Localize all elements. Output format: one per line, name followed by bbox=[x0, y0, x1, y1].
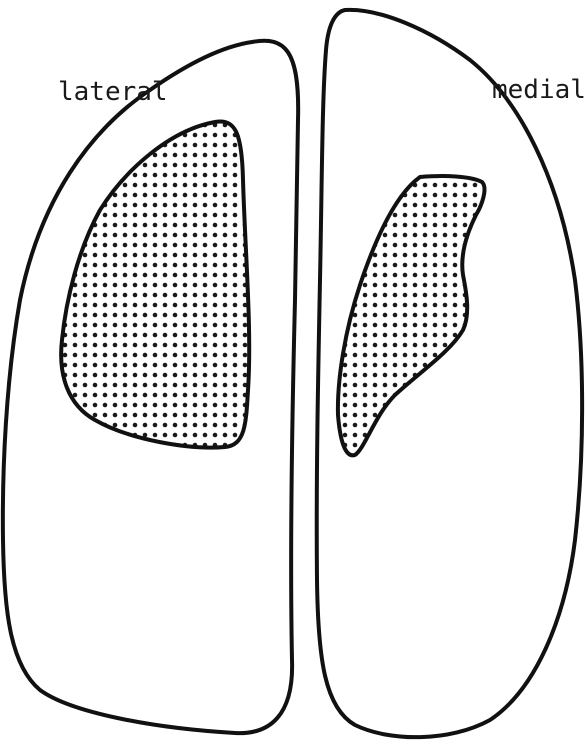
medial-label: medial bbox=[492, 75, 586, 105]
lateral-shaded-region bbox=[61, 121, 249, 447]
lateral-label: lateral bbox=[58, 77, 168, 107]
medial-shaded-region bbox=[338, 176, 485, 455]
